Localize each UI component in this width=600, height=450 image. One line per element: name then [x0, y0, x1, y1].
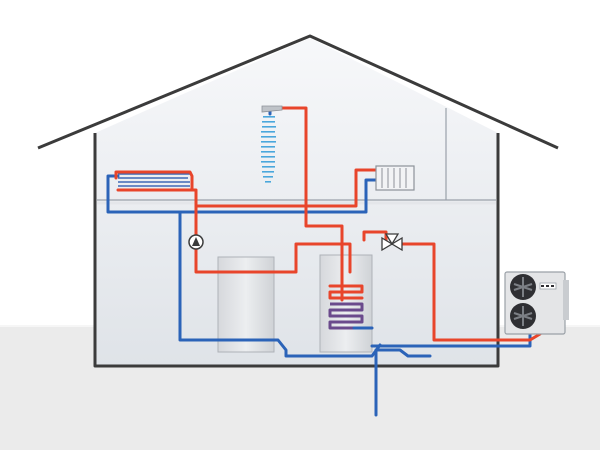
- underfloor-heating-loop: [118, 173, 190, 187]
- heat-pump-fan-icon: [504, 271, 569, 335]
- pump-icon: [188, 234, 204, 250]
- cylinder-coil-icon: [328, 284, 374, 330]
- valve-icon: [381, 233, 403, 252]
- return-pipe-upper: [106, 174, 378, 214]
- flow-pipe-upper: [194, 168, 380, 208]
- flow-pipe-to-buffer: [194, 242, 352, 274]
- underfloor-heating-loop-hot: [114, 170, 194, 192]
- flow-pipe-left: [190, 188, 198, 240]
- return-pipe-drop: [178, 210, 382, 358]
- shower-hot-riser: [280, 106, 344, 302]
- radiator-icon: [375, 165, 415, 191]
- flow-pipe-to-valve: [362, 230, 388, 246]
- flow-pipe-to-unit: [396, 242, 542, 342]
- roof-line: [37, 34, 559, 150]
- house-walls: [93, 133, 500, 368]
- return-pipe-to-unit: [370, 328, 532, 348]
- mains-cold-inlet: [374, 348, 432, 417]
- shower-icon: [261, 105, 283, 183]
